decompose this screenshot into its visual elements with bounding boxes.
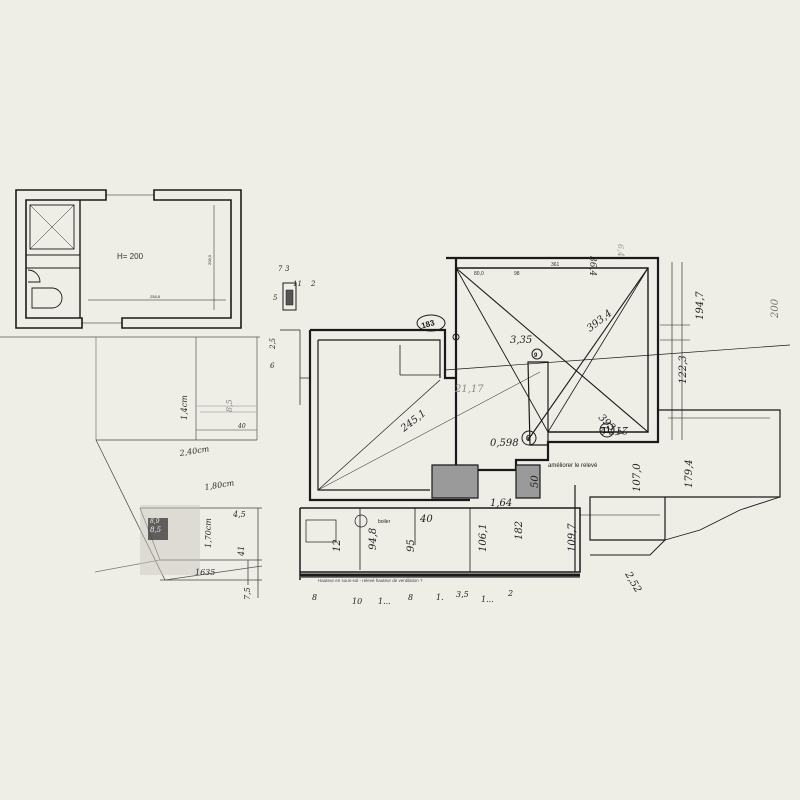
marker-6: 6: [526, 434, 531, 443]
scale-2: 10: [352, 597, 362, 606]
val-194-7: 194,7: [695, 291, 706, 320]
room-dim-bottom: 258,8: [150, 294, 161, 299]
note-40: 40: [237, 423, 246, 430]
val-182: 182: [514, 521, 525, 540]
ld-6: 6: [270, 362, 275, 370]
main-floor-plan: [280, 256, 791, 580]
scale-7: 1...: [481, 595, 494, 604]
val-179-4: 179,4: [684, 459, 695, 488]
val-2-52: 2,52: [622, 569, 643, 595]
note-1-4cm: 1,4cm: [180, 395, 189, 420]
note-1-80cm: 1,80cm: [204, 478, 235, 492]
val-12: 12: [332, 539, 343, 552]
top-dim-2: 98: [514, 271, 520, 277]
note-2-40cm: 2,40cm: [178, 444, 210, 458]
scale-4: 8: [408, 593, 413, 602]
circled-labels: 183 6 11 9: [420, 318, 611, 443]
note-ameliorer-releve: améliorer le relevé: [548, 463, 598, 469]
scale-3: 1...: [378, 597, 391, 606]
circled-markers: [416, 314, 615, 446]
val-200: 200: [770, 298, 781, 319]
boiler-label: boiler: [378, 519, 391, 525]
left-elevation-sketch: [0, 336, 263, 598]
note-1-70cm: 1,70cm: [204, 518, 213, 548]
val-95: 95: [406, 539, 417, 552]
ld-2-5: 2,5: [269, 337, 277, 350]
top-dim-1: 80,0: [474, 271, 484, 277]
room-height-label: H= 200: [117, 252, 144, 261]
scale-6: 3,5: [456, 590, 469, 599]
scale-8: 2: [507, 589, 513, 598]
room-dim-right: 208,0: [207, 254, 212, 265]
note-7-5: 7,5: [243, 587, 252, 600]
bottom-note: Hauteur en sous-sol - relevé hauteur de …: [318, 578, 423, 583]
top-dim-5: 6,4: [616, 244, 625, 257]
note-41: 41: [237, 546, 246, 557]
val-21-17: 21,17: [454, 384, 484, 395]
val-1-64: 1,64: [490, 498, 512, 509]
val-94-8: 94,8: [368, 528, 379, 550]
note-4-5: 4,5: [232, 510, 246, 519]
scale-1: 8: [312, 593, 317, 602]
bottom-scale: 8 10 1... 8 1. 3,5 1... 2: [312, 589, 513, 606]
note-8-9: 8,9: [150, 518, 160, 525]
note-1635: 1635: [195, 568, 215, 577]
ld-5: 5: [273, 294, 278, 302]
top-dim-4: 36,4: [587, 256, 597, 276]
ld-2: 2: [310, 280, 316, 288]
top-dimensions: 80,0 98 361 36,4 6,4: [474, 244, 625, 277]
val-107-0: 107,0: [632, 463, 643, 492]
ld-7: 7: [278, 265, 283, 273]
left-small-dimensions: 7 3 11 2 5 2,5 6: [269, 265, 316, 370]
val-3-35: 3,35: [510, 335, 532, 346]
diag-245-1: 245,1: [398, 408, 428, 435]
marker-11: 11: [602, 426, 611, 435]
diag-217-2: 217,2: [599, 424, 629, 435]
marker-183: 183: [420, 318, 436, 330]
note-8-5: 8,5: [150, 526, 162, 534]
val-0-598: 0,598: [490, 438, 519, 449]
scale-5: 1.: [436, 593, 444, 602]
val-40: 40: [419, 514, 433, 525]
ld-11: 11: [293, 280, 302, 288]
top-dim-3: 361: [551, 262, 560, 268]
val-106-1: 106,1: [478, 523, 489, 552]
ld-3: 3: [285, 265, 290, 273]
note-8-5-b: 8,5: [225, 399, 234, 412]
val-50: 50: [530, 475, 541, 488]
val-122-3: 122,3: [678, 355, 689, 384]
val-109-7: 109,7: [567, 523, 578, 552]
marker-9: 9: [534, 353, 538, 359]
room-floor-plan: [15, 189, 242, 329]
